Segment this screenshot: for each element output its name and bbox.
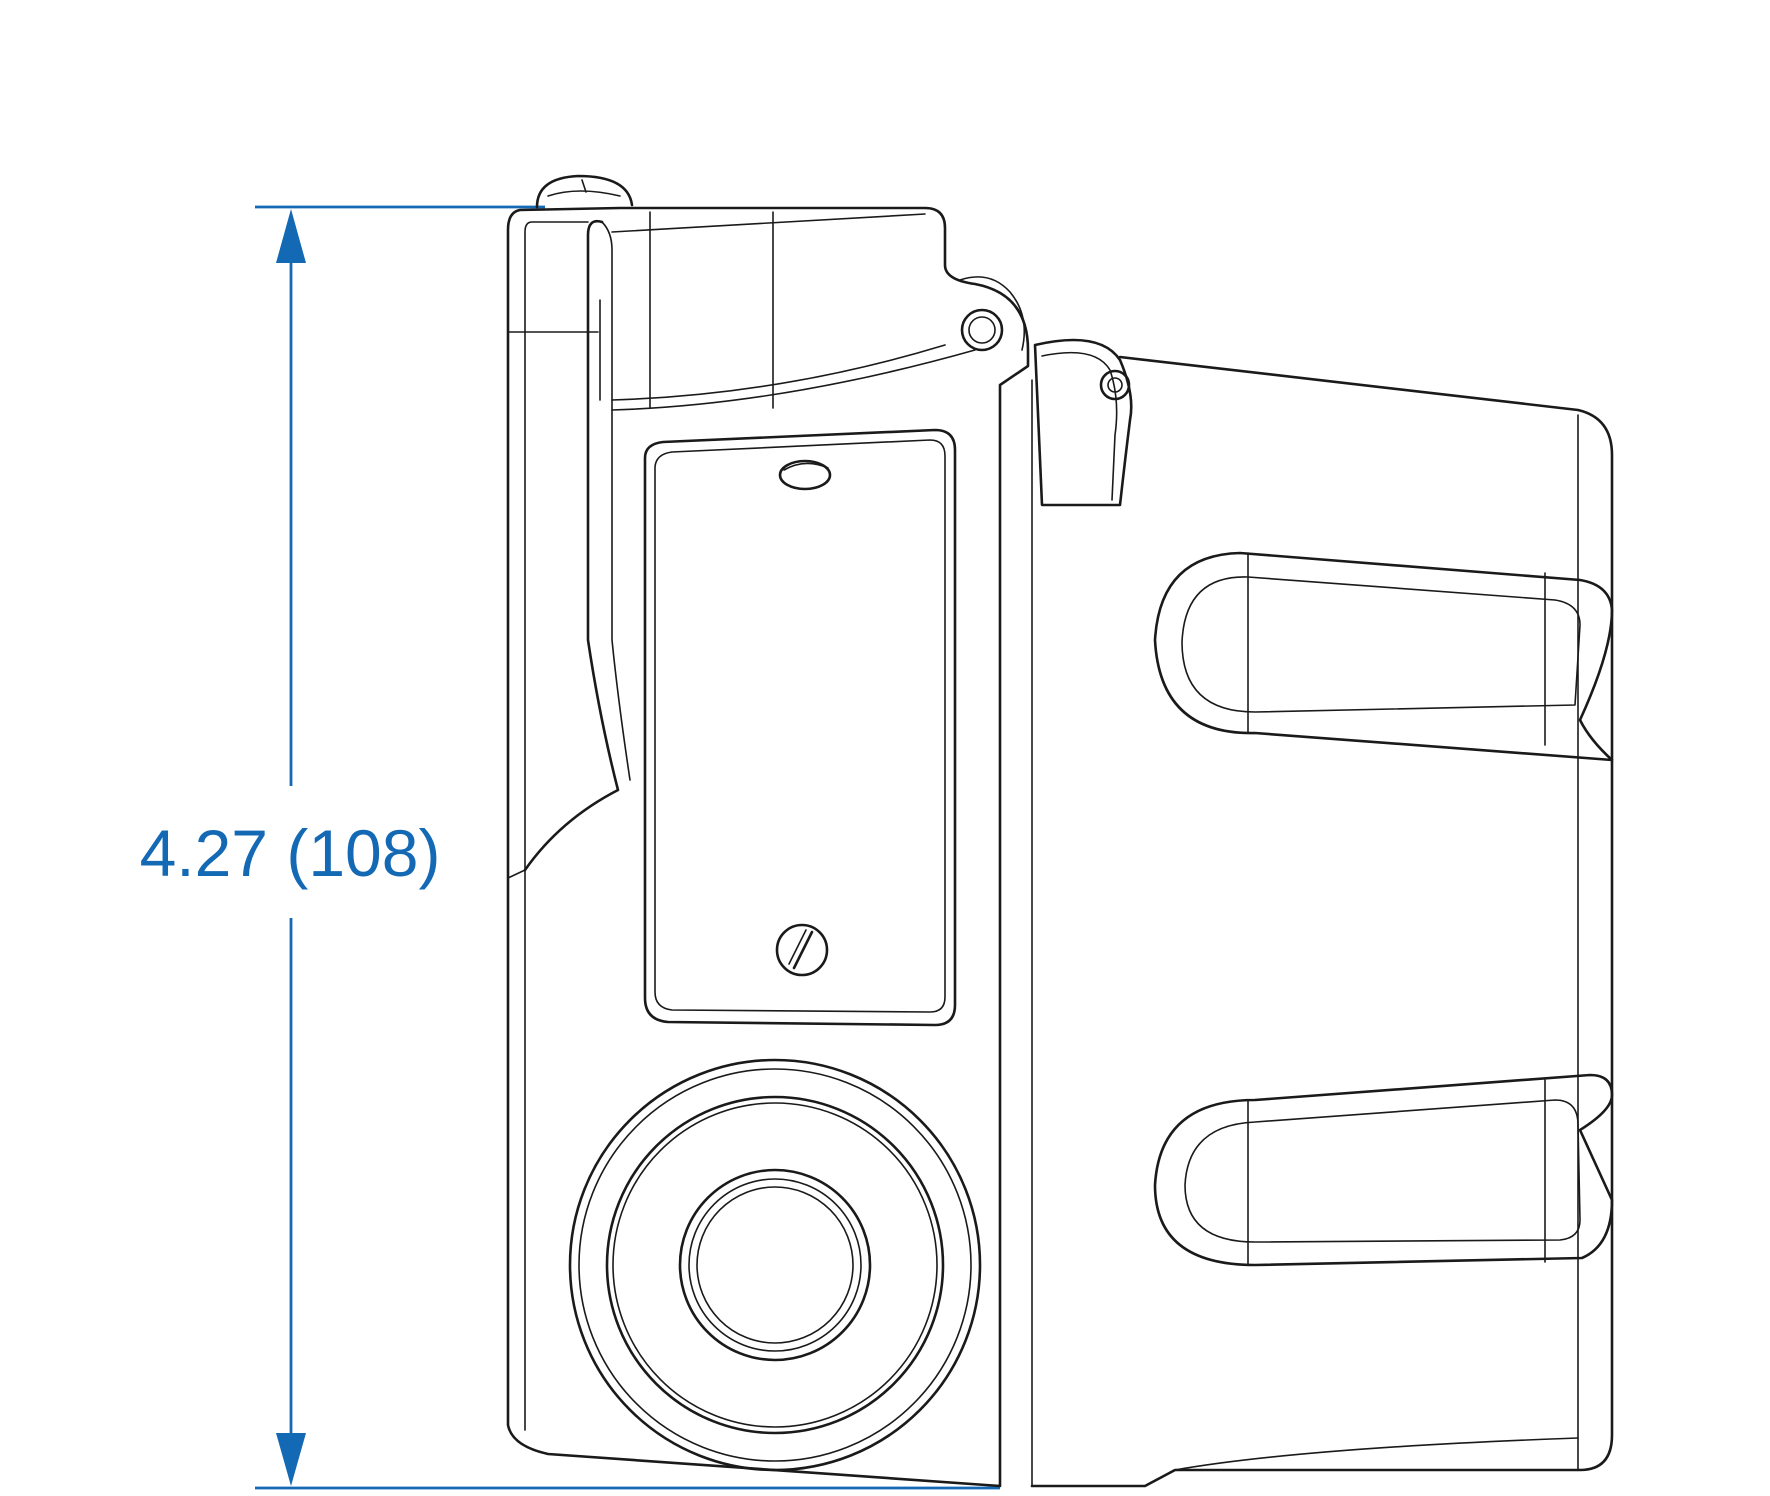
bracket-bottom [1174, 1437, 1579, 1471]
bracket-ear-inner [1041, 351, 1118, 501]
conduit-hub [568, 1058, 982, 1472]
bracket-ear [1033, 338, 1133, 507]
side-bolt-icon [959, 276, 1026, 352]
top-cap [611, 213, 946, 401]
dimension-arrow-up-icon [276, 209, 306, 263]
dimension-arrow-down-icon [276, 1433, 306, 1486]
bracket-bolt-icon [1099, 369, 1131, 401]
top-screw-icon [535, 174, 634, 209]
hinge-flap-inner [601, 221, 631, 781]
cover-screw-top-icon [778, 459, 832, 491]
cover-plate [643, 428, 957, 1027]
height-dimension: 4.27 (108) [140, 205, 1000, 1490]
upper-slot [1153, 551, 1614, 762]
enclosure-inner-edge [524, 221, 589, 1431]
lower-slot [1153, 1073, 1614, 1267]
dimension-label: 4.27 (108) [140, 816, 441, 890]
enclosure-outline [506, 206, 1030, 1488]
hinge-flap [523, 220, 620, 872]
bracket-outline [1030, 355, 1614, 1488]
upper-slot-inner [1181, 576, 1581, 713]
enclosure-seam-lower [507, 869, 526, 879]
cover-screw-bottom-icon [775, 923, 829, 977]
mounting-bracket [1030, 338, 1614, 1488]
lower-slot-inner [1184, 1099, 1581, 1243]
enclosure-body [506, 174, 1614, 1488]
top-cap-lower-rim [611, 349, 976, 411]
